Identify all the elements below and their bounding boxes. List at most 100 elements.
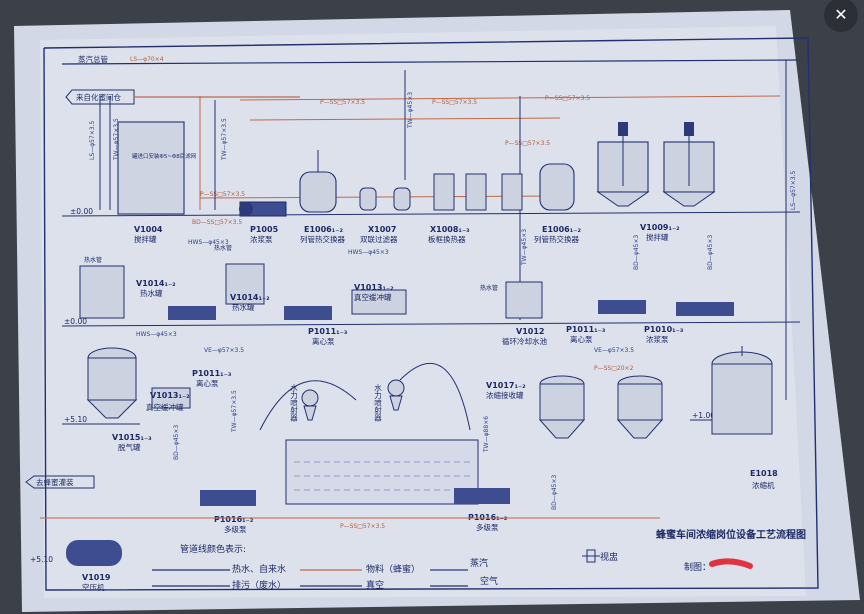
v1019-name: 空压机 bbox=[82, 582, 105, 592]
ejector-right bbox=[387, 379, 405, 411]
p1011c-code: P1011₁₋₃ bbox=[192, 369, 232, 378]
e1018-code: E1018 bbox=[750, 469, 778, 478]
v1019-compressor bbox=[66, 540, 122, 566]
e1006-left-name: 列管热交换器 bbox=[300, 234, 345, 244]
pipe-bd-e: BD—φ45×3 bbox=[551, 475, 558, 510]
p1016-right-pump bbox=[454, 488, 510, 504]
v1013-bottom-tank bbox=[151, 387, 191, 409]
p1011-left-pumps bbox=[168, 306, 332, 320]
p1005-code: P1005 bbox=[250, 225, 279, 234]
v1014-left-tank bbox=[79, 265, 125, 319]
p1005-pump bbox=[239, 201, 287, 217]
v1015-degas-tank bbox=[86, 347, 138, 419]
legend-sight-glass: 视盅 bbox=[600, 551, 618, 563]
v1017-code: V1017₁₋₂ bbox=[486, 381, 526, 390]
p1016a-code: P1016₁₋₂ bbox=[214, 515, 254, 524]
legend-material: 物料（蜂蜜） bbox=[366, 563, 420, 575]
v1017-receivers bbox=[538, 375, 664, 439]
p1016-left-pump bbox=[200, 490, 256, 506]
legend-steam: 蒸汽 bbox=[470, 557, 488, 569]
v1014-right-name: 热水罐 bbox=[232, 302, 255, 312]
pipe-hws-b: HWS—φ45×3 bbox=[188, 239, 229, 246]
pipe-p-top-a: P—SS□57×3.5 bbox=[320, 99, 365, 106]
from-depot-label: 来自化蜜间仓 bbox=[76, 92, 121, 102]
p1010-pump bbox=[676, 302, 734, 316]
pipe-p-top-b: P—SS□57×3.5 bbox=[432, 99, 477, 106]
pipe-p-mid: P—SS□57×3.5 bbox=[505, 140, 550, 147]
pipe-p-tank: P—SS□20×2 bbox=[594, 365, 634, 372]
drawn-by-label: 制图： bbox=[684, 561, 711, 573]
x1007-name: 双联过滤器 bbox=[360, 234, 398, 244]
v1012-code: V1012 bbox=[516, 327, 544, 336]
pipe-tw-b: TW—φ57×3.5 bbox=[221, 118, 228, 161]
ejector-left bbox=[301, 389, 319, 421]
pipe-hws-a: HWS—φ45×3 bbox=[348, 249, 389, 256]
p1005-name: 浓浆泵 bbox=[250, 234, 273, 244]
hot-water-pipe-a: 热水管 bbox=[84, 256, 102, 264]
e1006-right-exchanger bbox=[539, 163, 575, 211]
ejector-right-label: 水力喷射器 bbox=[373, 383, 382, 423]
v1013-top-name: 真空缓冲罐 bbox=[354, 292, 392, 302]
pipe-ve-a: VE—φ57×3.5 bbox=[204, 347, 244, 354]
legend-drain: 排污（废水） bbox=[232, 579, 286, 591]
v1013-top-code: V1013₁₋₂ bbox=[354, 283, 394, 292]
pipe-hws-c: HWS—φ45×3 bbox=[136, 331, 177, 338]
pipe-bd-b: BD—φ45×3 bbox=[633, 235, 640, 270]
drawing-frame bbox=[43, 37, 819, 591]
steam-main-spec: LS—φ70×4 bbox=[130, 56, 164, 63]
v1013-bottom-name: 真空缓冲罐 bbox=[146, 402, 184, 412]
legend-hot-water: 热水、自来水 bbox=[232, 563, 286, 575]
level-comp: +5.10 bbox=[30, 555, 53, 564]
p1011a-code: P1011₁₋₃ bbox=[308, 327, 348, 336]
pipe-ls-right: LS—φ57×3.5 bbox=[790, 171, 797, 210]
p1011a-name: 离心泵 bbox=[312, 336, 335, 346]
level-mid: ±0.00 bbox=[64, 317, 87, 326]
legend-air: 空气 bbox=[480, 575, 498, 587]
pipe-bd-c: BD—φ45×3 bbox=[707, 235, 714, 270]
v1004-inner-note: 罐进口安装Φ5~Φ8目滤网 bbox=[132, 152, 197, 160]
hot-water-pipe-b: 热水管 bbox=[214, 244, 232, 252]
pipe-ls-left: LS—φ57×3.5 bbox=[89, 121, 96, 160]
p1016a-name: 多级泵 bbox=[224, 524, 247, 534]
steam-main-label: 蒸汽总管 bbox=[78, 54, 108, 64]
v1013-bottom-code: V1013₁₋₂ bbox=[150, 391, 190, 400]
v1014-right-code: V1014₁₋₂ bbox=[230, 293, 270, 302]
v1015-code: V1015₁₋₃ bbox=[112, 433, 152, 442]
p1010-name: 浓浆泵 bbox=[646, 334, 669, 344]
pipe-bd-a: BD—SS□57×3.5 bbox=[192, 219, 242, 226]
water-basin bbox=[285, 439, 479, 505]
pipe-tw-d: TW—φ45×3 bbox=[521, 229, 528, 266]
x1008-code: X1008₁₋₃ bbox=[430, 225, 470, 234]
v1012-name: 循环冷却水池 bbox=[502, 336, 547, 346]
sight-glass-icon bbox=[582, 549, 600, 563]
v1009-name: 搅拌罐 bbox=[646, 232, 669, 242]
x1008-name: 板框换热器 bbox=[428, 234, 466, 244]
pipe-bd-d: BD—φ45×3 bbox=[173, 425, 180, 460]
v1009-code: V1009₁₋₂ bbox=[640, 223, 680, 232]
p1011b-code: P1011₁₋₃ bbox=[566, 325, 606, 334]
e1006-right-name: 列管热交换器 bbox=[534, 234, 579, 244]
legend-vacuum: 真空 bbox=[366, 579, 384, 591]
v1014-right-tank bbox=[225, 263, 265, 305]
v1004-name: 搅拌罐 bbox=[134, 234, 157, 244]
v1017-name: 浓缩接收罐 bbox=[486, 390, 524, 400]
v1013-top-tank bbox=[351, 289, 407, 315]
v1014-left-code: V1014₁₋₂ bbox=[136, 279, 176, 288]
p1010-code: P1010₁₋₃ bbox=[644, 325, 684, 334]
to-filling-label: 去蜂蜜灌装 bbox=[36, 477, 74, 487]
x1007-filter bbox=[359, 187, 411, 211]
p1011b-name: 离心泵 bbox=[570, 334, 593, 344]
pipe-p-bottom: P—SS□57×3.5 bbox=[340, 523, 385, 530]
close-button[interactable]: ✕ bbox=[824, 0, 858, 32]
level-low: +5.10 bbox=[64, 415, 87, 424]
pipe-p-top-c: P—SS□57×3.5 bbox=[545, 95, 590, 102]
pipe-tw-c: TW—φ45×3 bbox=[407, 92, 414, 129]
to-filling-arrow bbox=[25, 475, 95, 489]
v1014-left-name: 热水罐 bbox=[140, 288, 163, 298]
e1006-right-code: E1006₁₋₂ bbox=[542, 225, 581, 234]
v1019-code: V1019 bbox=[82, 573, 111, 582]
close-icon: ✕ bbox=[834, 5, 848, 24]
legend-heading: 管道线颜色表示: bbox=[180, 543, 246, 555]
drawing-title: 蜂蜜车间浓缩岗位设备工艺流程图 bbox=[656, 528, 806, 541]
